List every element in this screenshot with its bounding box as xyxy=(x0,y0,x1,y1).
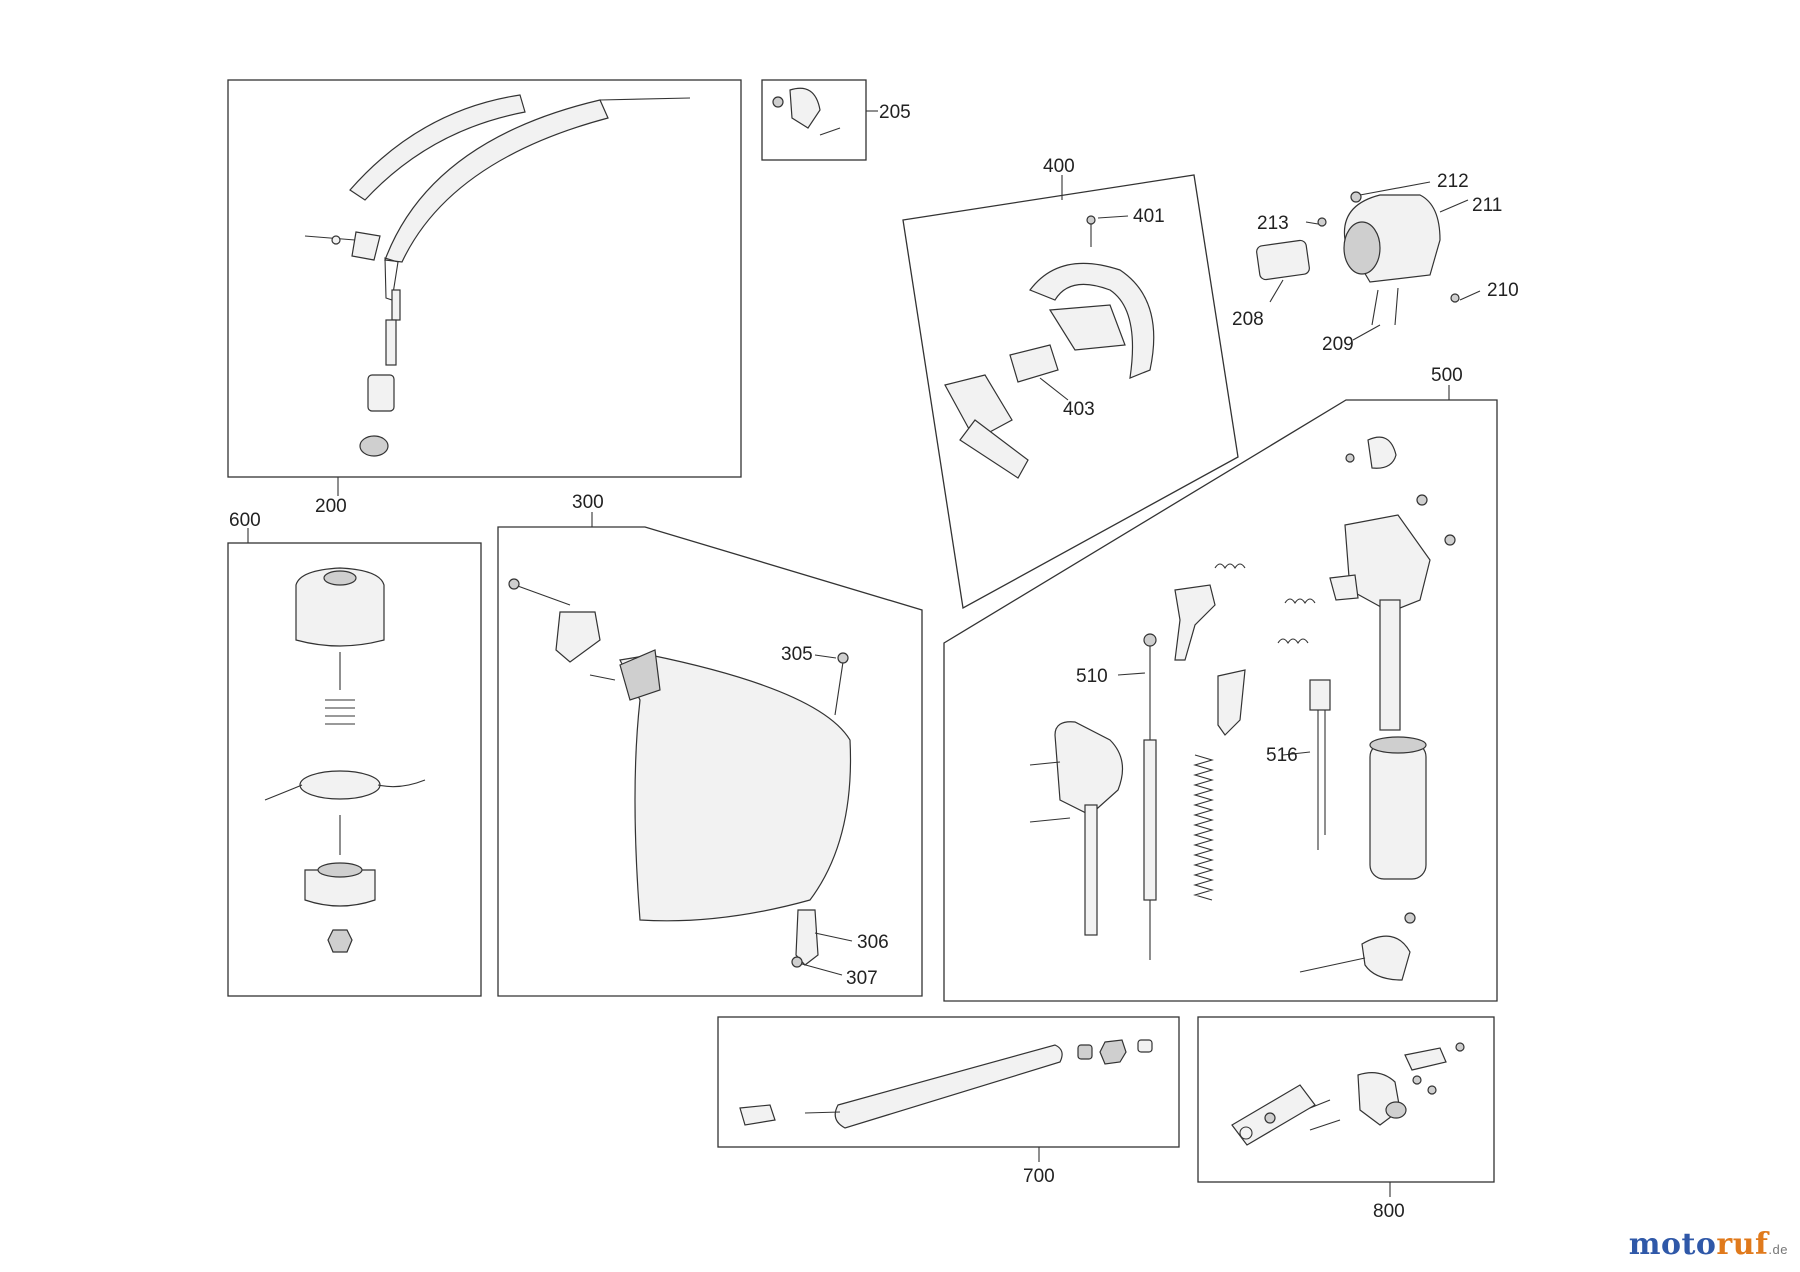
group-700-frame xyxy=(717,1016,1180,1148)
part-label-213: 213 xyxy=(1257,213,1289,234)
handle-half-shell xyxy=(944,374,1013,441)
group-400-frame xyxy=(902,174,1239,610)
rear-tube xyxy=(1379,599,1401,731)
part-label-403: 403 xyxy=(1063,399,1095,420)
rear-clamp-top xyxy=(1367,436,1397,469)
part-label-209: 209 xyxy=(1322,334,1354,355)
return-spring xyxy=(1193,754,1214,901)
group-label-700: 700 xyxy=(1023,1166,1055,1187)
shaft-coupling-nut xyxy=(1099,1039,1127,1065)
shaft-end-plug xyxy=(739,1104,776,1126)
drive-shaft-tube xyxy=(834,1044,1063,1129)
stop-switch xyxy=(1329,574,1359,601)
group-500: 500 510 xyxy=(943,365,1498,1002)
group-label-400: 400 xyxy=(1043,156,1075,177)
line-spool xyxy=(299,770,381,800)
part-label-212: 212 xyxy=(1437,171,1469,192)
part-label-208: 208 xyxy=(1232,309,1264,330)
stop-switch-block xyxy=(1309,679,1331,711)
group-205: 205 xyxy=(761,79,911,161)
part-label-210: 210 xyxy=(1487,280,1519,301)
handle-grip-strap xyxy=(959,419,1029,479)
drive-spindle xyxy=(385,319,397,366)
group-700: 700 xyxy=(717,1016,1180,1187)
part-label-510: 510 xyxy=(1076,666,1108,687)
logo-second: ruf xyxy=(1716,1227,1769,1262)
cutting-guard xyxy=(619,654,852,922)
group-500-frame xyxy=(943,399,1498,1002)
shaft-clamp xyxy=(351,231,381,261)
shaft-nut xyxy=(359,435,389,457)
group-200: 200 xyxy=(227,79,742,517)
gear-head-assembly: 212 211 213 210 208 209 xyxy=(1232,171,1519,355)
housing-cover-208 xyxy=(1256,239,1310,281)
coupling-lever xyxy=(1404,1047,1447,1071)
part-label-401: 401 xyxy=(1133,206,1165,227)
shaft-liner xyxy=(349,94,526,201)
trimmer-nut xyxy=(327,929,353,953)
rear-clamp-bottom xyxy=(1361,935,1411,981)
trimmer-cap xyxy=(295,567,385,647)
group-800: 800 xyxy=(1197,1016,1495,1222)
throttle-trigger xyxy=(1174,584,1216,661)
guard-bracket xyxy=(555,611,601,663)
part-label-307: 307 xyxy=(846,968,878,989)
group-label-500: 500 xyxy=(1431,365,1463,386)
spool-base xyxy=(304,869,376,907)
group-800-frame xyxy=(1197,1016,1495,1183)
part-label-306: 306 xyxy=(857,932,889,953)
group-label-200: 200 xyxy=(315,496,347,517)
group-200-frame xyxy=(227,79,742,478)
handle-clamp xyxy=(789,87,821,129)
shaft-tube xyxy=(384,99,609,263)
throttle-lockout xyxy=(1217,669,1246,736)
part-label-516: 516 xyxy=(1266,745,1298,766)
group-label-800: 800 xyxy=(1373,1201,1405,1222)
group-300-frame xyxy=(497,526,923,997)
handle-bracket xyxy=(1048,304,1126,351)
handle-strap xyxy=(1084,804,1098,936)
group-label-600: 600 xyxy=(229,510,261,531)
part-label-211: 211 xyxy=(1472,195,1502,216)
group-400: 400 401 403 xyxy=(902,156,1239,610)
logo-first: moto xyxy=(1628,1227,1717,1262)
part-label-305: 305 xyxy=(781,644,813,665)
gear-housing-bore xyxy=(1343,221,1381,275)
logo-suffix: .de xyxy=(1768,1242,1788,1257)
group-600-frame xyxy=(227,542,482,997)
handle-sleeve xyxy=(1009,344,1059,383)
motoruf-logo: motoruf.de xyxy=(1629,1227,1788,1262)
group-label-205: 205 xyxy=(879,102,911,123)
group-600: 600 xyxy=(227,510,482,997)
group-label-300: 300 xyxy=(572,492,604,513)
loop-handle xyxy=(1029,262,1155,379)
group-205-frame xyxy=(761,79,867,161)
handle-backing-plate xyxy=(1054,721,1124,816)
bearing-sleeve xyxy=(367,374,395,412)
line-cutter-blade xyxy=(795,909,819,966)
rear-grip xyxy=(1369,742,1427,880)
group-300: 300 305 306 307 xyxy=(497,492,923,997)
